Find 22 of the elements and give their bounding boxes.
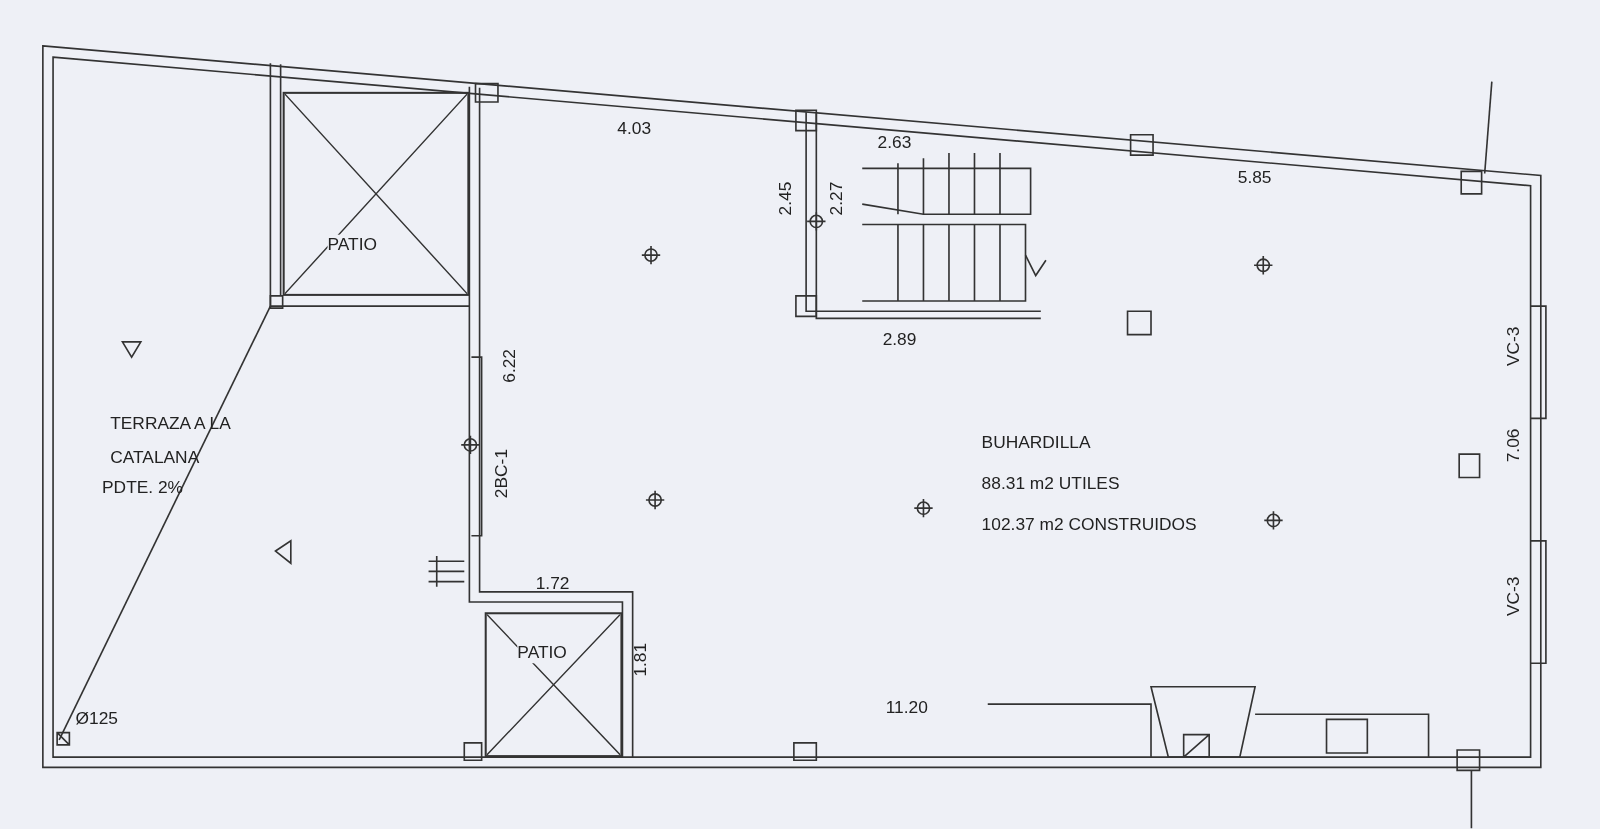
- area-label: 88.31 m2 UTILES: [981, 473, 1120, 494]
- dimension-label: 11.20: [885, 697, 928, 719]
- dimension-label: 1.81: [630, 642, 651, 677]
- window-label: 2BC-1: [491, 449, 513, 499]
- patio-box: [484, 612, 623, 758]
- dimension-label: 6.22: [500, 349, 521, 383]
- slope-label: PDTE. 2%: [102, 477, 183, 498]
- room-label: PATIO: [517, 642, 567, 664]
- window-label: VC-3: [1504, 326, 1525, 367]
- dimension-label: 2.45: [775, 181, 796, 216]
- room-label: BUHARDILLA: [981, 432, 1091, 454]
- area-label: 102.37 m2 CONSTRUIDOS: [981, 514, 1197, 535]
- dimension-label: 5.85: [1237, 167, 1272, 188]
- dimension-label: 2.27: [826, 181, 847, 216]
- window-label: VC-3: [1504, 576, 1525, 617]
- patio-box: [282, 91, 470, 296]
- dimension-label: 1.72: [535, 573, 570, 594]
- dimension-label: 2.63: [877, 132, 912, 154]
- dimension-label: 7.06: [1504, 428, 1525, 463]
- dimension-label: 4.03: [617, 118, 652, 139]
- dimension-label: 2.89: [882, 329, 917, 350]
- pipe-label: Ø125: [75, 709, 118, 730]
